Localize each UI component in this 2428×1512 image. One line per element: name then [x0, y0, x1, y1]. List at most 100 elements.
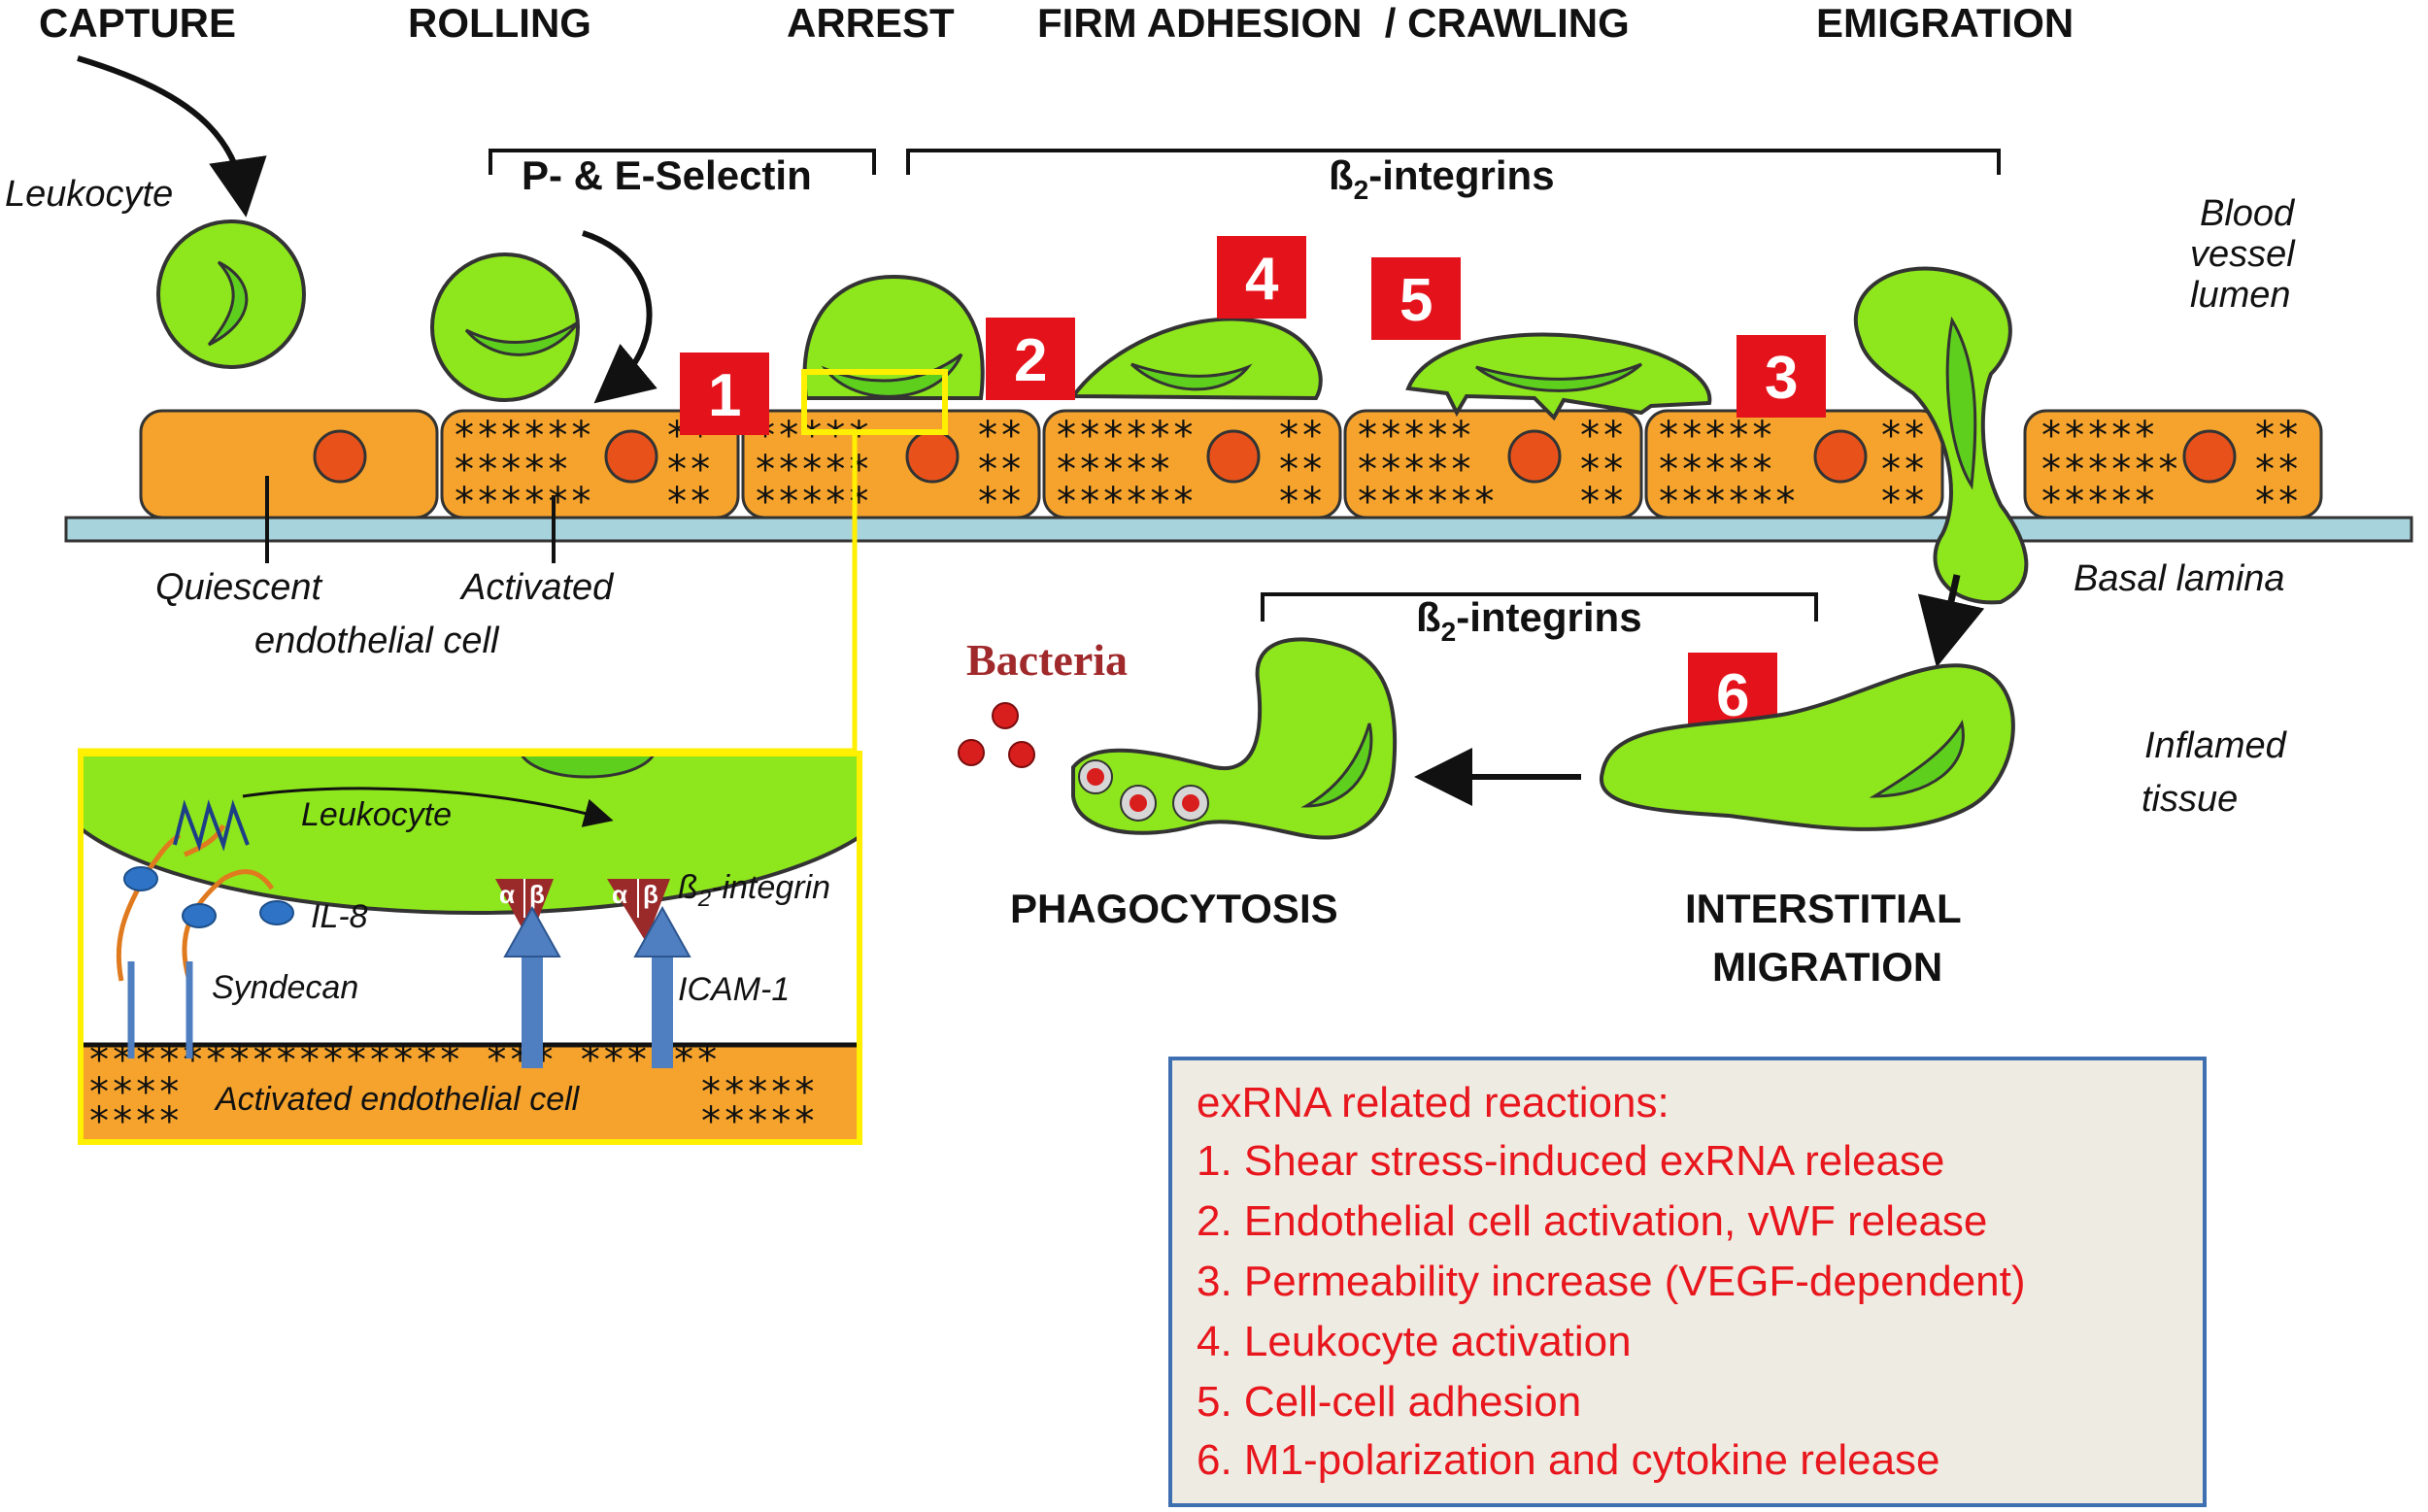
svg-text:******: ****** [1055, 414, 1196, 458]
svg-text:*****: ***** [699, 1099, 816, 1144]
bacteria-cluster [958, 702, 1035, 768]
interstitial-label-2: MIGRATION [1712, 944, 1942, 990]
inset-alpha-1: α [499, 880, 515, 909]
svg-text:******: ****** [1356, 480, 1497, 524]
lumen-label-3: lumen [2190, 275, 2291, 316]
svg-text:*****: ***** [754, 448, 870, 492]
stage-capture: CAPTURE [39, 0, 236, 46]
inset-syndecan-label: Syndecan [212, 969, 358, 1006]
svg-text:******: ****** [1657, 480, 1798, 524]
svg-text:**: ** [2253, 448, 2300, 492]
leukocyte-phagocytosis [1071, 637, 1398, 840]
svg-text:**: ** [976, 448, 1023, 492]
svg-text:*****: ***** [2040, 480, 2156, 524]
leukocyte-crawling [1405, 332, 1712, 421]
svg-text:****: **** [87, 1099, 181, 1144]
endothelial-cell-end [2023, 409, 2323, 520]
leukocyte-rolling [430, 252, 580, 402]
quiescent-endothelial-cell [139, 409, 439, 520]
endothelial-cell-label: endothelial cell [254, 621, 500, 661]
svg-text:1: 1 [708, 362, 741, 429]
rolling-arrow [582, 230, 658, 404]
svg-text:2: 2 [1014, 327, 1047, 394]
inset-beta-2: β [643, 880, 658, 909]
marker-1: 1 [680, 353, 769, 435]
svg-text:**: ** [1879, 414, 1926, 458]
svg-text:****: **** [87, 1070, 181, 1115]
endothelial-cell-arrest [741, 409, 1041, 520]
svg-text:******: ****** [1055, 480, 1196, 524]
leukocyte-arrest [802, 274, 985, 400]
inset-beta-1: β [529, 880, 545, 909]
lumen-label-2: vessel [2190, 234, 2296, 275]
svg-text:**: ** [1578, 480, 1625, 524]
phagocytosis-label: PHAGOCYTOSIS [1010, 886, 1338, 931]
svg-text:**: ** [1277, 448, 1324, 492]
endothelial-nucleus [2182, 429, 2237, 484]
endothelial-cell-adhesion [1343, 409, 1643, 520]
stage-firm-adhesion: FIRM ADHESION / CRAWLING [1037, 0, 1630, 46]
capture-arrow [77, 55, 267, 218]
inset-detail: **************** *** ****** **** ***** *… [78, 751, 862, 1145]
integrins-bracket-bottom [1261, 592, 1818, 622]
svg-text:**************** *** ****: **************** *** ****** [87, 1038, 719, 1083]
svg-text:*****: ***** [2040, 414, 2156, 458]
svg-text:**: ** [1578, 414, 1625, 458]
svg-text:**: ** [665, 448, 712, 492]
svg-text:**: ** [665, 480, 712, 524]
legend-item-6: 6. M1-polarization and cytokine release [1197, 1436, 1940, 1484]
endothelial-nucleus [1813, 429, 1868, 484]
svg-text:******: ****** [453, 414, 593, 458]
svg-text:**: ** [976, 414, 1023, 458]
marker-4: 4 [1217, 236, 1306, 319]
marker-5: 5 [1371, 257, 1461, 340]
svg-text:******: ****** [453, 480, 593, 524]
svg-text:*****: ***** [1356, 414, 1472, 458]
svg-text:**: ** [1879, 448, 1926, 492]
svg-text:*****: ***** [699, 1070, 816, 1115]
integrins-bracket-top [906, 149, 2001, 175]
svg-text:**: ** [2253, 480, 2300, 524]
svg-text:**: ** [1277, 480, 1324, 524]
inset-endothelial-label: Activated endothelial cell [214, 1081, 581, 1118]
selectin-bracket [489, 149, 876, 175]
selectin-label: P- & E-Selectin [522, 152, 812, 198]
endothelial-nucleus [1507, 429, 1562, 484]
lumen-label-1: Blood [2200, 193, 2296, 234]
leukocyte-label: Leukocyte [5, 174, 173, 215]
svg-text:**: ** [1578, 448, 1625, 492]
endothelial-nucleus [905, 429, 960, 484]
stage-emigration: EMIGRATION [1816, 0, 2074, 46]
inset-alpha-2: α [612, 880, 627, 909]
endothelial-nucleus [313, 429, 367, 484]
legend-item-1: 1. Shear stress-induced exRNA release [1197, 1137, 1944, 1185]
marker-2: 2 [986, 318, 1075, 400]
svg-text:*****: ***** [1055, 448, 1171, 492]
svg-text:**: ** [2253, 414, 2300, 458]
endothelial-row: ***************** ****** ***************… [139, 409, 2323, 524]
inset-il8-label: IL-8 [311, 898, 368, 935]
svg-text:4: 4 [1245, 246, 1279, 313]
interstitial-label-1: INTERSTITIAL [1685, 886, 1962, 931]
svg-text:******: ****** [2040, 448, 2180, 492]
leukocyte-capture [156, 219, 306, 369]
svg-text:*****: ***** [1356, 448, 1472, 492]
bacteria-label: Bacteria [966, 635, 1128, 685]
marker-3: 3 [1737, 335, 1826, 418]
integrins-label-bottom: ß2-integrins [1416, 594, 1642, 647]
svg-text:*****: ***** [453, 448, 569, 492]
svg-text:3: 3 [1765, 345, 1798, 412]
legend-item-3: 3. Permeability increase (VEGF-dependent… [1197, 1258, 2026, 1305]
svg-text:**: ** [1879, 480, 1926, 524]
endothelial-nucleus [1206, 429, 1261, 484]
legend-item-5: 5. Cell-cell adhesion [1197, 1378, 1581, 1426]
emigration-arrow [1917, 574, 1985, 668]
inflamed-label-1: Inflamed [2144, 725, 2288, 766]
svg-text:**: ** [976, 480, 1023, 524]
quiescent-label: Quiescent [155, 567, 323, 608]
leukocyte-interstitial [1599, 663, 2015, 831]
activated-endothelial-cell [440, 409, 740, 520]
leukocyte-firm-adhesion [1069, 317, 1323, 401]
